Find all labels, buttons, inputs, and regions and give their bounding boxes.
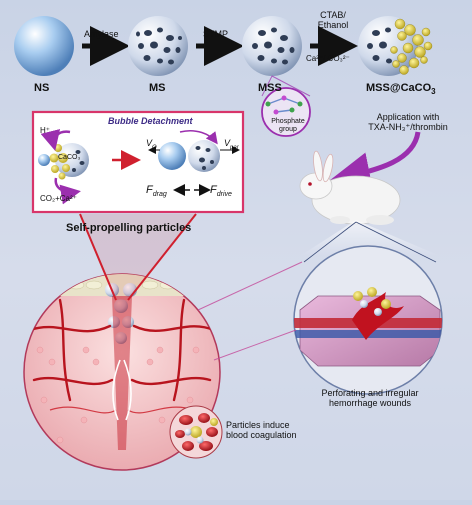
inset-fdrag-label: Fdrag	[146, 184, 167, 199]
arrow-label-stmp: STMP	[203, 29, 229, 39]
caco3-coating	[390, 18, 433, 75]
arrow-label-ctab: CTAB/ Ethanol	[313, 10, 353, 30]
inset-vo-label: VO	[146, 138, 157, 151]
stage-label-ms: MS	[149, 82, 166, 94]
ns-sphere	[14, 16, 74, 76]
red-beam-right	[127, 213, 197, 301]
wound-magnifier	[293, 245, 443, 395]
stage-label-mss: MSS	[258, 82, 282, 94]
red-beam-left	[79, 213, 117, 301]
inset-fdrive-label: Fdrive	[210, 184, 232, 199]
inset-co2-label: CO₂+Ca²⁺	[40, 194, 77, 203]
inset-bubble-small	[38, 154, 50, 166]
inset-box	[31, 110, 245, 214]
rabbit	[299, 150, 401, 225]
coagulation-ball	[169, 405, 223, 459]
phosphate-magnifier	[261, 75, 311, 137]
application-label: Application with TXA-NH₃⁺/thrombin	[352, 112, 464, 133]
application-line2: TXA-NH₃⁺/thrombin	[368, 122, 448, 132]
phosphate-circle	[261, 87, 311, 137]
coagulation-line2: blood coagulation	[226, 430, 297, 440]
wound-beam	[300, 220, 440, 256]
inset-bubble	[158, 142, 186, 170]
application-arrow	[330, 131, 421, 192]
ms-porous-sphere	[128, 16, 188, 76]
coagulation-line1: Particles induce	[226, 420, 290, 430]
arrow-label-ctab-line1: CTAB/	[320, 10, 346, 20]
inset-title: Bubble Detachment	[108, 116, 193, 126]
phosphate-label: Phosphate group	[271, 118, 305, 133]
arrow-label-ctab-line2: Ethanol	[317, 20, 349, 30]
coagulation-label: Particles induce blood coagulation	[226, 420, 297, 440]
arrow-label-ions: Ca²⁺/ CO₃²⁻	[306, 54, 350, 63]
inset-h-label: H⁺	[40, 126, 50, 135]
application-line1: Application with	[376, 112, 440, 122]
stage-label-ns: NS	[34, 82, 50, 94]
synthesis-row	[14, 16, 433, 76]
mss-caco3-particle	[358, 16, 433, 76]
stage-label-mss-caco3: MSS@CaCO3	[366, 82, 436, 97]
self-propelling-label: Self-propelling particles	[66, 222, 192, 234]
inset-caco3-label: CaCO₃	[58, 154, 81, 161]
wound-line1: Perforating and irregular	[321, 388, 419, 398]
arrow-label-amylase: Amylase	[84, 29, 119, 39]
mss-porous-sphere	[242, 16, 302, 76]
wound-label: Perforating and irregular hemorrhage wou…	[310, 388, 430, 408]
inset-vpar-label: Vpar	[224, 138, 239, 151]
wound-line2: hemorrhage wounds	[328, 398, 412, 408]
